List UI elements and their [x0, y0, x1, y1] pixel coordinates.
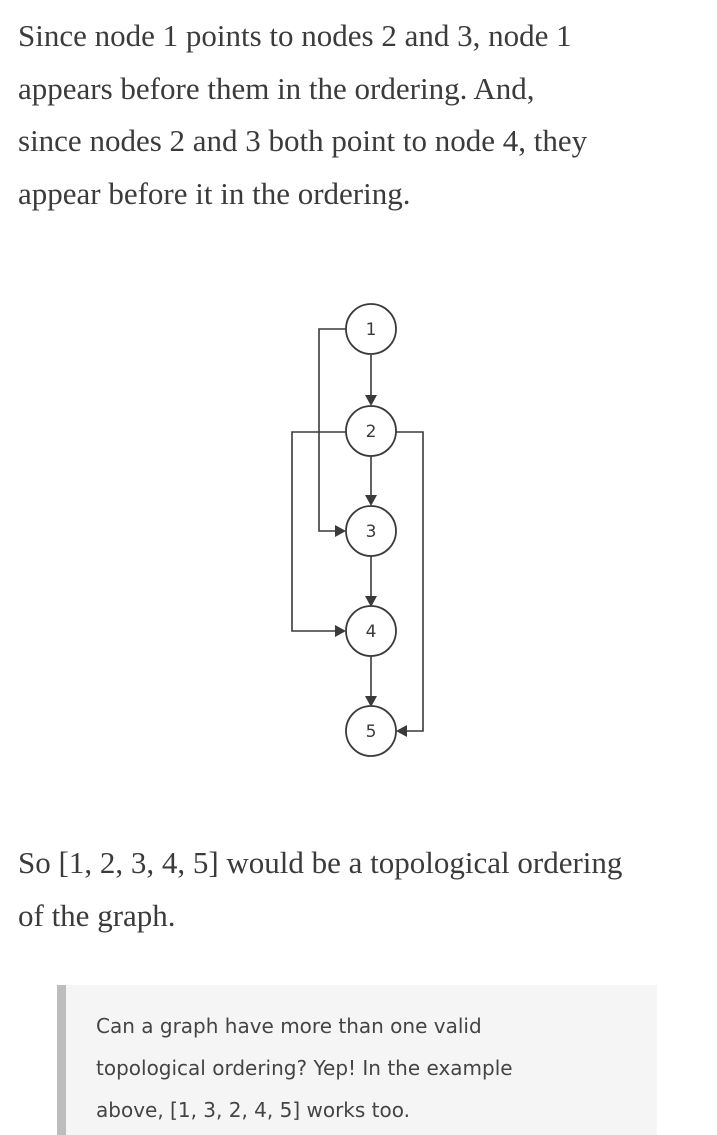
node-3-label: 3: [366, 522, 377, 542]
node-4: 4: [345, 605, 397, 657]
node-5-label: 5: [366, 722, 377, 742]
intro-line-4: appear before it in the ordering.: [18, 175, 411, 211]
callout-box: Can a graph have more than one valid top…: [57, 985, 657, 1135]
node-2: 2: [345, 405, 397, 457]
edge-2-5: [396, 431, 424, 732]
callout-line-1: Can a graph have more than one valid: [96, 1014, 482, 1038]
arrowhead-3-4: [365, 596, 377, 607]
edge-1-3: [318, 328, 346, 532]
callout-line-3: above, [1, 3, 2, 4, 5] works too.: [96, 1098, 410, 1122]
arrowhead-1-3: [335, 525, 346, 537]
intro-line-3: since nodes 2 and 3 both point to node 4…: [18, 123, 588, 158]
arrowhead-2-5: [396, 725, 407, 737]
conclusion-line-1: So [1, 2, 3, 4, 5] would be a topologica…: [18, 845, 623, 880]
intro-line-2: appears before them in the ordering. And…: [18, 70, 535, 106]
intro-paragraph: Since node 1 points to nodes 2 and 3, no…: [18, 10, 698, 220]
node-2-label: 2: [366, 422, 377, 442]
node-4-label: 4: [366, 622, 377, 642]
dag-diagram: 1 2 3 4 5: [291, 303, 424, 757]
callout-line-2: topological ordering? Yep! In the exampl…: [96, 1056, 513, 1080]
conclusion-line-2: of the graph.: [18, 897, 176, 933]
arrowhead-2-4: [335, 625, 346, 637]
edge-2-4: [291, 431, 346, 632]
node-1: 1: [345, 303, 397, 355]
arrowhead-4-5: [365, 696, 377, 707]
callout-text: Can a graph have more than one valid top…: [96, 1005, 513, 1131]
arrowhead-1-2: [365, 395, 377, 406]
arrowhead-2-3: [365, 495, 377, 506]
node-3: 3: [345, 505, 397, 557]
intro-line-1: Since node 1 points to nodes 2 and 3, no…: [18, 18, 572, 53]
node-5: 5: [345, 705, 397, 757]
node-1-label: 1: [366, 320, 377, 340]
conclusion-paragraph: So [1, 2, 3, 4, 5] would be a topologica…: [18, 837, 698, 942]
